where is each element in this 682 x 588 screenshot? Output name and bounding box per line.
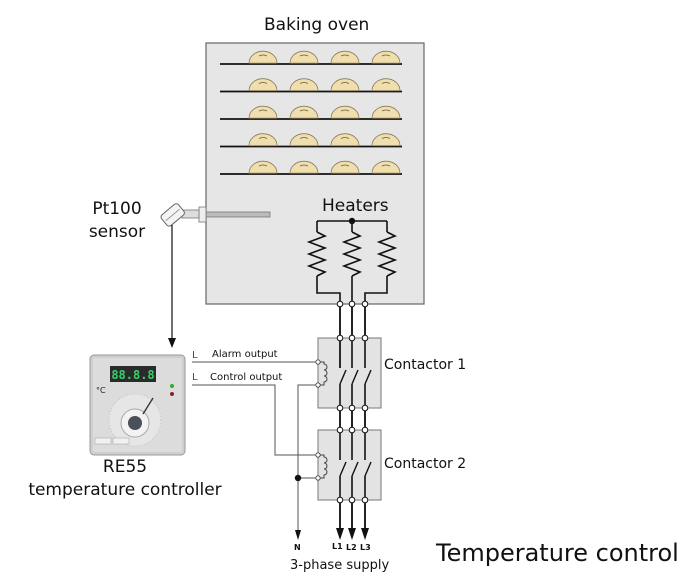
- bread-loaf-icon: [371, 78, 401, 92]
- terminal-icon: [348, 496, 356, 504]
- bread-loaf-icon: [330, 50, 360, 64]
- terminal-icon: [336, 300, 344, 308]
- bread-loaf-icon: [248, 160, 278, 174]
- terminal-icon: [336, 334, 344, 342]
- controller-label-line1: RE55: [102, 457, 148, 477]
- bread-score-mark: [381, 82, 391, 84]
- contactor-2-coil: [318, 454, 328, 479]
- bread-score-mark: [258, 82, 268, 84]
- bread-loaf-icon: [289, 160, 319, 174]
- bread-score-mark: [299, 109, 309, 112]
- bread-loaf-icon: [248, 133, 278, 147]
- bread-loaf-icon: [371, 133, 401, 147]
- l2-label: L2: [346, 543, 357, 552]
- bread-loaf-icon: [248, 50, 278, 64]
- contactor-1-label: Contactor 1: [384, 357, 467, 373]
- bread-score-mark: [299, 164, 309, 167]
- bread-score-mark: [299, 82, 309, 84]
- terminals: [336, 300, 369, 504]
- bread-loaf-icon: [289, 133, 319, 147]
- terminal-icon: [361, 496, 369, 504]
- bread-loaf-icon: [289, 105, 319, 119]
- neutral-junction: [294, 474, 302, 482]
- bread-loaf-icon: [330, 160, 360, 174]
- supply-label: 3-phase supply: [290, 558, 390, 573]
- sensor-arrow-icon: [168, 338, 176, 348]
- heaters-label: Heaters: [322, 196, 389, 216]
- alarm-output-label: Alarm output: [212, 349, 278, 360]
- bread-score-mark: [381, 109, 391, 112]
- contactor-2-switches: [339, 461, 372, 477]
- oven-title: Baking oven: [264, 15, 370, 35]
- bread-loaf-icon: [330, 78, 360, 92]
- diagram-title: Temperature control: [436, 539, 679, 567]
- bread-loaf-icon: [371, 50, 401, 64]
- svg-text:°C: °C: [96, 386, 106, 395]
- terminal-icon: [348, 404, 356, 412]
- l2-arrow-icon: [348, 528, 356, 540]
- l1-arrow-icon: [336, 528, 344, 540]
- terminal-icon: [336, 496, 344, 504]
- neutral-arrow-icon: [295, 530, 301, 540]
- bread-score-mark: [258, 164, 268, 167]
- oven-shelves: [220, 50, 402, 175]
- terminal-icon: [361, 300, 369, 308]
- terminal-icon: [348, 426, 356, 434]
- bread-score-mark: [258, 109, 268, 112]
- contactor-1-switches: [339, 338, 372, 385]
- bread-loaf-icon: [289, 78, 319, 92]
- re55-controller-image: 88.8.8 °C: [89, 354, 186, 456]
- svg-text:88.8.8: 88.8.8: [111, 368, 154, 382]
- contactor-2-label: Contactor 2: [384, 456, 467, 472]
- bread-score-mark: [299, 137, 309, 139]
- terminal-icon: [361, 404, 369, 412]
- terminal-icon: [361, 334, 369, 342]
- heater-star-point: [348, 217, 356, 225]
- l3-label: L3: [360, 543, 371, 552]
- control-output-label: Control output: [210, 372, 283, 383]
- bread-score-mark: [381, 54, 391, 57]
- sensor-gland: [198, 206, 207, 223]
- sensor-label: Pt100 sensor: [82, 198, 152, 244]
- l3-arrow-icon: [361, 528, 369, 540]
- terminal-icon: [336, 426, 344, 434]
- terminal-icon: [336, 404, 344, 412]
- sensor-label-line2: sensor: [88, 222, 146, 242]
- bread-loaf-icon: [371, 160, 401, 174]
- bread-loaf-icon: [330, 105, 360, 119]
- controller-label-line2: temperature controller: [28, 480, 222, 500]
- bread-score-mark: [258, 137, 268, 139]
- bread-loaf-icon: [248, 105, 278, 119]
- terminal-icon: [361, 426, 369, 434]
- controller-label: RE55 temperature controller: [10, 456, 240, 502]
- neutral-label: N: [294, 543, 301, 552]
- contactor-1-coil: [318, 361, 328, 386]
- bread-score-mark: [258, 54, 268, 57]
- terminal-icon: [348, 334, 356, 342]
- l1-label: L1: [332, 542, 343, 551]
- bread-score-mark: [340, 54, 350, 57]
- bread-loaf-icon: [289, 50, 319, 64]
- sensor-head-icon: [160, 203, 185, 227]
- bread-score-mark: [340, 164, 350, 167]
- bread-score-mark: [340, 109, 350, 112]
- alarm-L-label: L: [192, 350, 198, 361]
- sensor-label-line1: Pt100: [92, 199, 142, 219]
- bread-score-mark: [381, 137, 391, 139]
- bread-score-mark: [340, 137, 350, 139]
- bread-score-mark: [299, 54, 309, 57]
- bread-score-mark: [381, 164, 391, 167]
- control-wiring: [192, 361, 316, 530]
- bread-loaf-icon: [330, 133, 360, 147]
- control-L-label: L: [192, 372, 198, 383]
- bread-loaf-icon: [248, 78, 278, 92]
- bread-score-mark: [340, 82, 350, 84]
- sensor-rod: [205, 211, 271, 218]
- bread-loaf-icon: [371, 105, 401, 119]
- terminal-icon: [348, 300, 356, 308]
